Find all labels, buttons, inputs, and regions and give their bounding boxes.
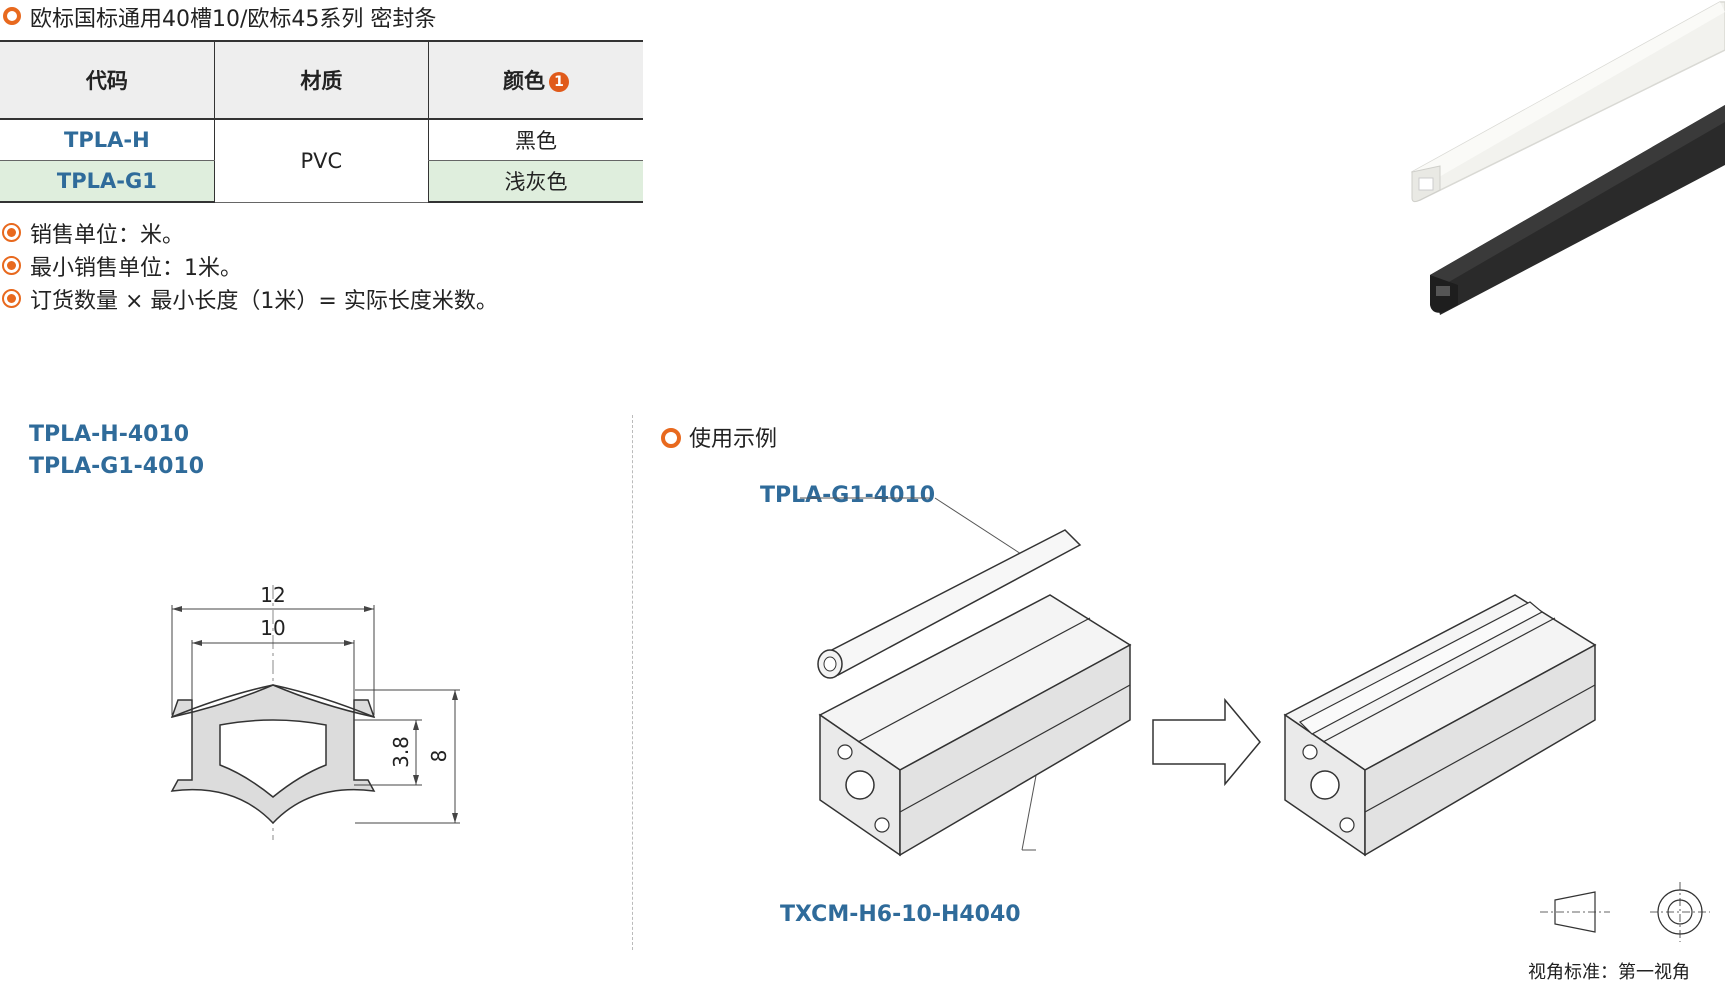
first-angle-projection-icon <box>1540 882 1710 942</box>
note-sales-unit: 销售单位：米。 <box>30 223 185 248</box>
example-marker-icon <box>661 428 681 448</box>
profile-callout-label: TXCM-H6-10-H4040 <box>780 902 1021 927</box>
page-title: 欧标国标通用40槽10/欧标45系列 密封条 <box>30 7 437 32</box>
bullet-icon <box>2 223 21 242</box>
dim-inner-height: 3.8 <box>389 736 413 768</box>
bullet-icon <box>2 289 21 308</box>
usage-illustration <box>800 497 1597 857</box>
cross-section-drawing: 12 10 3.8 8 <box>170 583 460 840</box>
table-row: TPLA-G1 浅灰色 <box>0 160 643 203</box>
section-divider <box>632 415 633 950</box>
drawing-part-number-h: TPLA-H-4010 <box>29 422 190 447</box>
material-cell: PVC <box>213 119 429 203</box>
product-photo <box>1411 1 1725 315</box>
example-title: 使用示例 <box>689 427 778 452</box>
dim-inner-width: 10 <box>260 616 285 640</box>
code-cell: TPLA-G1 <box>0 160 215 203</box>
note-min-unit: 最小销售单位：1米。 <box>30 256 242 281</box>
bullet-icon <box>2 256 21 275</box>
note-badge: 1 <box>548 72 569 92</box>
title-marker-icon <box>3 7 21 25</box>
color-cell: 黑色 <box>427 119 643 161</box>
view-standard-label: 视角标准：第一视角 <box>1528 962 1690 983</box>
seal-callout-label: TPLA-G1-4010 <box>760 483 936 508</box>
dim-outer-height: 8 <box>427 750 451 763</box>
note-order-formula: 订货数量 × 最小长度（1米）= 实际长度米数。 <box>30 289 498 314</box>
table-header-code: 代码 <box>0 40 215 120</box>
header-label: 材质 <box>300 69 343 93</box>
header-label: 代码 <box>85 69 128 93</box>
code-cell: TPLA-H <box>0 119 215 161</box>
table-row: TPLA-H PVC 黑色 <box>0 119 643 203</box>
header-label: 颜色 <box>502 69 545 93</box>
table-header-material: 材质 <box>213 40 429 120</box>
dim-outer-width: 12 <box>260 583 285 607</box>
color-cell: 浅灰色 <box>427 160 643 203</box>
drawing-part-number-g1: TPLA-G1-4010 <box>29 454 205 479</box>
